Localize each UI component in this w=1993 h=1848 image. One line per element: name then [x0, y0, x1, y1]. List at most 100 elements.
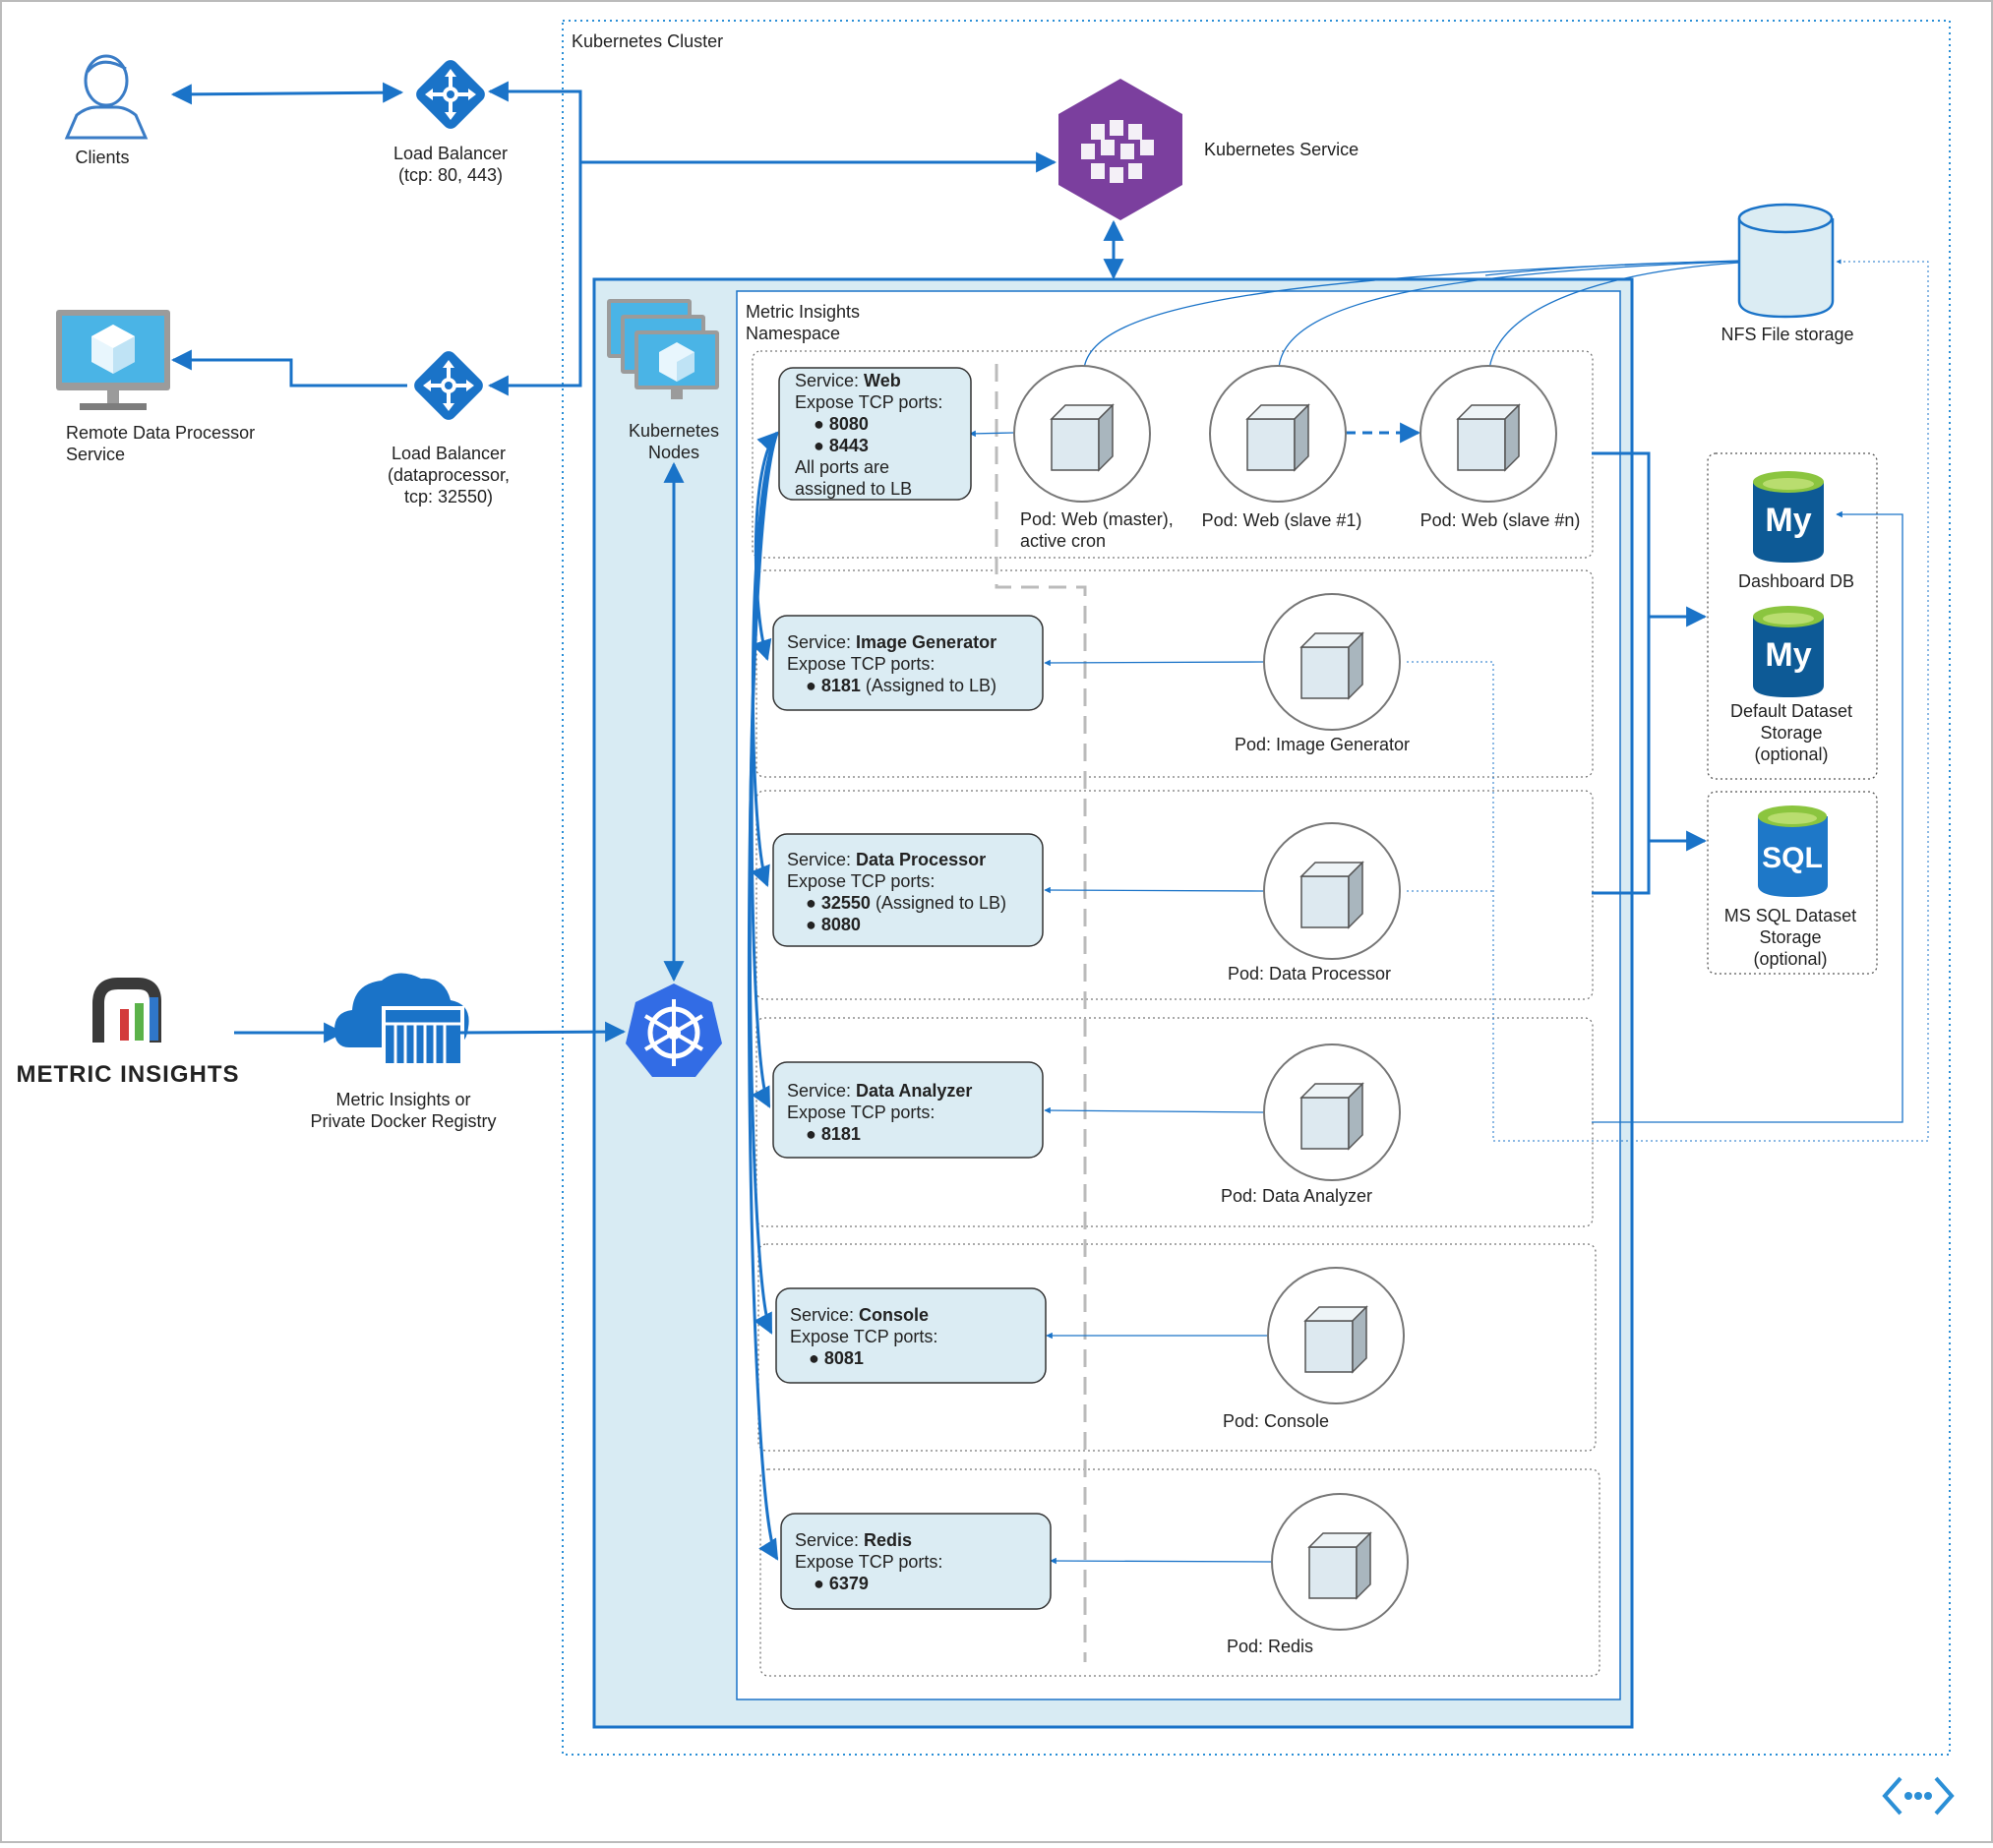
pod-redis[interactable]: [1271, 1493, 1409, 1631]
dashboard-db-glyph: My: [1765, 502, 1811, 539]
pod-web-slave1[interactable]: [1209, 365, 1347, 503]
svg-text:Service: Console: Service: Console: [790, 1305, 929, 1325]
service-web-note1: All ports are: [795, 457, 889, 477]
load-balancer-icon: [416, 60, 485, 129]
service-redis-prefix: Service:: [795, 1530, 864, 1550]
service-image-generator-box[interactable]: Service: Image Generator Expose TCP port…: [772, 615, 1044, 711]
virtual-network-icon: [1882, 1776, 1955, 1816]
kubernetes-wheel-icon: [626, 984, 722, 1077]
svg-text:Service: Web: Service: Web: [795, 371, 901, 390]
cube-icon: [1051, 404, 1114, 471]
row-redis: [759, 1468, 1600, 1677]
pod-data-processor[interactable]: [1263, 822, 1401, 960]
default-dataset-line3: (optional): [1754, 745, 1828, 764]
pod-web-master-line1: Pod: Web (master),: [1020, 509, 1174, 529]
service-ig-ports-label: Expose TCP ports:: [787, 654, 935, 674]
service-dp-name: Data Processor: [856, 850, 986, 869]
kubernetes-nodes-icon: [607, 299, 719, 399]
service-web-box[interactable]: Service: Web Expose TCP ports: ● 8080 ● …: [778, 367, 972, 501]
svg-text:Service: Data Analyzer: Service: Data Analyzer: [787, 1081, 972, 1101]
user-icon: [64, 54, 149, 140]
service-data-processor-box[interactable]: Service: Data Processor Expose TCP ports…: [772, 833, 1044, 947]
service-dp-ports-label: Expose TCP ports:: [787, 871, 935, 891]
service-ig-port1-note: (Assigned to LB): [861, 676, 996, 695]
mysql-dashboard-db-icon: My: [1753, 471, 1824, 563]
namespace-label-line1: Metric Insights: [746, 302, 860, 322]
service-da-name: Data Analyzer: [856, 1081, 972, 1101]
docker-registry-icon: [334, 973, 469, 1067]
default-dataset-glyph: My: [1765, 636, 1811, 674]
namespace-panel: [736, 290, 1621, 1700]
remote-dp-line2: Service: [66, 445, 125, 464]
service-redis-port1: 6379: [829, 1574, 869, 1593]
clients-label: Clients: [75, 148, 129, 167]
cube-icon: [1300, 632, 1363, 699]
svg-text:● 8181 (Assigned to LB): ● 8181 (Assigned to LB): [806, 676, 996, 695]
row-console: [757, 1243, 1597, 1452]
cube-icon: [1246, 404, 1309, 471]
lb-dp-line3: tcp: 32550): [404, 487, 493, 507]
row-web: [752, 350, 1594, 559]
service-web-port1: 8080: [829, 414, 869, 434]
monitor-icon: [56, 310, 170, 410]
service-data-analyzer-box[interactable]: Service: Data Analyzer Expose TCP ports:…: [772, 1061, 1044, 1159]
service-console-name: Console: [859, 1305, 929, 1325]
service-dp-prefix: Service:: [787, 850, 856, 869]
svg-text:● 8080: ● 8080: [806, 915, 861, 934]
pod-console[interactable]: [1267, 1267, 1405, 1404]
service-ig-name: Image Generator: [856, 632, 996, 652]
nfs-label: NFS File storage: [1721, 325, 1853, 344]
pod-image-generator[interactable]: [1263, 593, 1401, 731]
registry-line2: Private Docker Registry: [310, 1111, 496, 1131]
service-console-box[interactable]: Service: Console Expose TCP ports: ● 808…: [775, 1287, 1047, 1384]
svg-text:● 32550 (Assigned to LB): ● 32550 (Assigned to LB): [806, 893, 1006, 913]
service-da-port1: 8181: [821, 1124, 861, 1144]
service-web-port2: 8443: [829, 436, 869, 455]
svg-text:Service: Data Processor: Service: Data Processor: [787, 850, 986, 869]
service-dp-port1: 32550: [821, 893, 871, 913]
pod-web-master-line2: active cron: [1020, 531, 1106, 551]
pod-data-processor-label: Pod: Data Processor: [1228, 964, 1391, 984]
svg-text:Service: Redis: Service: Redis: [795, 1530, 912, 1550]
service-dp-port2: 8080: [821, 915, 861, 934]
pod-web-slave1-label: Pod: Web (slave #1): [1202, 510, 1362, 530]
mysql-default-dataset-icon: My: [1753, 606, 1824, 697]
svg-text:● 8080: ● 8080: [814, 414, 869, 434]
dashboard-db-label: Dashboard DB: [1738, 571, 1854, 591]
cube-icon: [1300, 1083, 1363, 1150]
pod-image-generator-label: Pod: Image Generator: [1235, 735, 1410, 754]
svg-text:● 6379: ● 6379: [814, 1574, 869, 1593]
service-da-prefix: Service:: [787, 1081, 856, 1101]
connectors: [170, 81, 1929, 1565]
pod-web-slaven[interactable]: [1419, 365, 1557, 503]
service-web-prefix: Service:: [795, 371, 864, 390]
pod-data-analyzer[interactable]: [1263, 1043, 1401, 1181]
service-ig-port1: 8181: [821, 676, 861, 695]
service-redis-ports-label: Expose TCP ports:: [795, 1552, 942, 1572]
service-console-prefix: Service:: [790, 1305, 859, 1325]
service-web-name: Web: [864, 371, 901, 390]
cluster-title: Kubernetes Cluster: [572, 31, 723, 51]
service-web-note2: assigned to LB: [795, 479, 912, 499]
pod-web-master[interactable]: [1013, 365, 1151, 503]
kubernetes-service-icon: [1058, 79, 1182, 220]
logo-text: METRIC INSIGHTS: [16, 1061, 239, 1088]
cube-icon: [1457, 404, 1520, 471]
pod-console-label: Pod: Console: [1223, 1411, 1329, 1431]
row-data-processor: [755, 790, 1594, 1000]
lb-main-line2: (tcp: 80, 443): [398, 165, 503, 185]
cube-icon: [1304, 1306, 1367, 1373]
pod-redis-label: Pod: Redis: [1227, 1637, 1313, 1656]
service-redis-name: Redis: [864, 1530, 912, 1550]
namespace-label-line2: Namespace: [746, 324, 840, 343]
service-ig-prefix: Service:: [787, 632, 856, 652]
lb-dp-line2: (dataprocessor,: [388, 465, 510, 485]
metric-insights-logo: METRIC INSIGHTS: [16, 978, 239, 1088]
cluster-boundary: [562, 20, 1951, 1756]
svg-text:Service: Image Generator: Service: Image Generator: [787, 632, 996, 652]
mysql-group: [1707, 452, 1878, 780]
service-redis-box[interactable]: Service: Redis Expose TCP ports: ● 6379: [780, 1513, 1052, 1610]
cube-icon: [1308, 1532, 1371, 1599]
